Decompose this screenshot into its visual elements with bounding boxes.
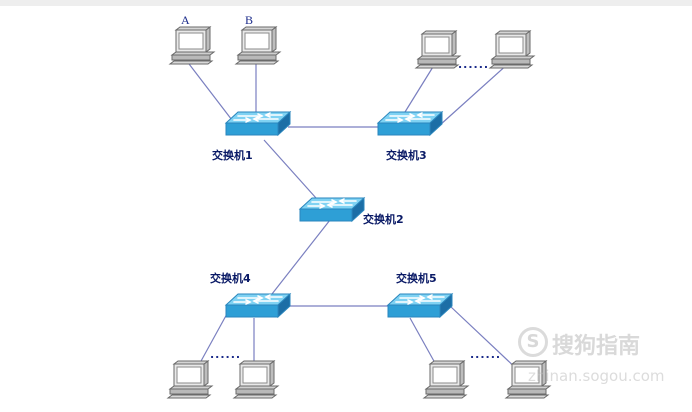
pc-switch4-1-icon [167, 360, 213, 399]
switch-5-icon [387, 293, 453, 318]
sogou-logo-icon: S [518, 327, 548, 357]
pc-switch5-1-icon [423, 360, 469, 399]
switch-5-label: 交换机5 [396, 272, 437, 285]
switch-3-icon [377, 111, 443, 136]
pc-b-icon [235, 26, 281, 65]
pc-switch4-2-icon [233, 360, 279, 399]
pc-label-b: B [245, 13, 254, 27]
watermark-brand: 搜狗指南 [552, 334, 641, 359]
switch-2-icon [299, 197, 365, 222]
ellipsis-bottom-left: ...... [210, 348, 242, 361]
ellipsis-top: ...... [458, 58, 490, 71]
switch-1-icon [225, 111, 291, 136]
switch-1-label: 交换机1 [212, 149, 253, 162]
pc-switch3-2-icon [489, 30, 535, 69]
link-switch3-pc2 [439, 61, 511, 126]
switch-3-label: 交换机3 [386, 149, 427, 162]
switch-2-label: 交换机2 [363, 213, 404, 226]
switch-4-label: 交换机4 [210, 272, 251, 285]
sogou-logo-symbol: S [526, 331, 540, 352]
pc-label-a: A [181, 13, 190, 27]
pc-switch3-1-icon [415, 30, 461, 69]
ellipsis-bottom-right: ...... [470, 348, 502, 361]
link-switch5-pc2 [449, 305, 521, 373]
switch-4-icon [225, 293, 291, 318]
link-switch3-pc1 [404, 61, 437, 113]
top-strip [0, 0, 692, 6]
watermark-url: zhinan.sogou.com [528, 367, 665, 385]
link-switch2-switch4 [271, 219, 331, 295]
pc-a-icon [169, 26, 215, 65]
link-pc-a-switch1 [185, 59, 236, 125]
link-switch1-switch2 [263, 139, 317, 199]
sogou-watermark: S 搜狗指南 zhinan.sogou.com [518, 327, 688, 411]
